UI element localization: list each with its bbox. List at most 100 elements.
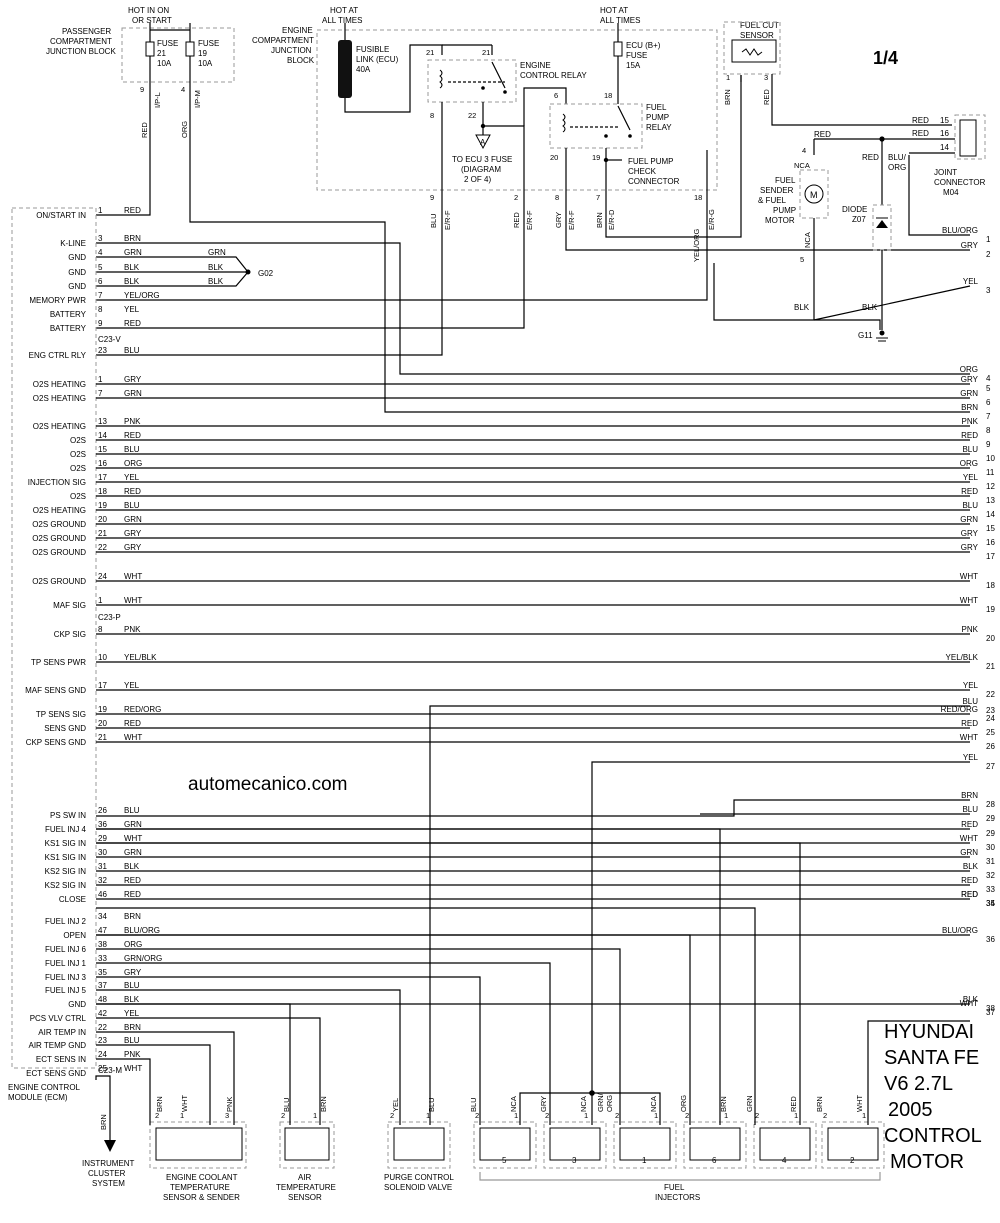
ecm-pin-number: 22 — [98, 1023, 107, 1032]
injector-wire-color: BLU — [469, 1097, 478, 1112]
injector-pin: 1 — [724, 1111, 728, 1120]
ecm-pin-number: 31 — [98, 862, 107, 871]
wire-number: 2 — [986, 250, 991, 259]
page-label: 1/4 — [873, 48, 898, 68]
ecm-pin-number: 4 — [98, 248, 103, 257]
injector-wire-color: RED — [789, 1096, 798, 1112]
wire-color-right: WHT — [960, 596, 978, 605]
ecm-pin-number: 42 — [98, 1009, 107, 1018]
ecm-pin-label: O2S — [70, 450, 86, 459]
svg-text:FUEL: FUEL — [775, 176, 796, 185]
svg-text:C23-P: C23-P — [98, 613, 121, 622]
ecm-pin-label: O2S HEATING — [33, 506, 86, 515]
ecm-wire-color: GRY — [124, 968, 142, 977]
wire-color-right: BLK — [963, 995, 979, 1004]
wire-color-right: WHT — [960, 834, 978, 843]
svg-text:JOINT: JOINT — [934, 168, 957, 177]
svg-text:1: 1 — [426, 1111, 430, 1120]
svg-text:TO ECU 3 FUSE: TO ECU 3 FUSE — [452, 155, 512, 164]
wire-color-right: BLU — [962, 501, 978, 510]
injector-pin: 2 — [545, 1111, 549, 1120]
ecm-pin-number: 3 — [98, 234, 103, 243]
ecm-wire-color: BRN — [124, 912, 141, 921]
ecm-pin-label: TP SENS PWR — [31, 658, 86, 667]
ecm-box: ENGINE CONTROL MODULE (ECM) — [8, 207, 97, 1102]
wire-number: 9 — [986, 440, 991, 449]
svg-text:1: 1 — [313, 1111, 317, 1120]
ecjb-pin-labels: 9 E/R-F BLU 2 E/R-F RED 8 E/R-F GRY 7 E/… — [429, 193, 716, 262]
svg-text:HOT IN ON: HOT IN ON — [128, 6, 169, 15]
ecm-wire-color: RED — [124, 719, 141, 728]
ecm-pin-label: O2S — [70, 436, 86, 445]
ecm-wire-color: GRN — [124, 820, 142, 829]
wire-color-right: RED — [961, 431, 978, 440]
wire-number: 35 — [986, 899, 995, 908]
svg-text:FUEL CUT: FUEL CUT — [740, 21, 779, 30]
svg-text:FUEL: FUEL — [646, 103, 667, 112]
svg-text:I/P-M: I/P-M — [193, 90, 202, 108]
svg-text:Z07: Z07 — [852, 215, 866, 224]
injector-wire-color: BRN — [719, 1096, 728, 1112]
ecm-pin-label: FUEL INJ 6 — [45, 945, 87, 954]
svg-text:RED: RED — [512, 212, 521, 228]
svg-text:9: 9 — [430, 193, 434, 202]
wire-number: 34 — [986, 899, 995, 908]
svg-text:ORG: ORG — [888, 163, 906, 172]
ecm-pin-number: 1 — [98, 375, 103, 384]
ecm-pin-number: 48 — [98, 995, 107, 1004]
svg-text:8: 8 — [555, 193, 559, 202]
ecm-pin-number: 35 — [98, 968, 107, 977]
fuel-sender-pump-motor: M FUEL SENDER & FUEL PUMP MOTOR — [758, 169, 829, 225]
svg-text:CONNECTOR: CONNECTOR — [934, 178, 986, 187]
svg-text:FUSIBLE: FUSIBLE — [356, 45, 389, 54]
ecm-wire-color: WHT — [124, 733, 142, 742]
wire-number: 10 — [986, 454, 995, 463]
svg-text:14: 14 — [940, 143, 949, 152]
title-block: HYUNDAI SANTA FE V6 2.7L 2005 CONTROL MO… — [884, 1021, 982, 1173]
ecm-pin-label: KS1 SIG IN — [45, 853, 87, 862]
injector-pin: 1 — [514, 1111, 518, 1120]
ecm-pin-label: O2S GROUND — [32, 548, 86, 557]
svg-text:4: 4 — [181, 85, 185, 94]
ecm-pin-label: MAF SIG — [53, 601, 86, 610]
svg-text:4: 4 — [802, 146, 806, 155]
injector-number: 1 — [642, 1156, 647, 1165]
svg-text:E/R-G: E/R-G — [707, 209, 716, 230]
svg-text:2005: 2005 — [888, 1099, 933, 1121]
svg-text:YEL: YEL — [391, 1098, 400, 1112]
svg-text:RED: RED — [140, 122, 149, 138]
svg-text:8: 8 — [430, 111, 434, 120]
svg-text:TEMPERATURE: TEMPERATURE — [170, 1183, 230, 1192]
wire-color-right: RED — [961, 890, 978, 899]
svg-text:PUMP: PUMP — [773, 206, 796, 215]
ecm-pin-number: 1 — [98, 206, 103, 215]
svg-text:40A: 40A — [356, 65, 371, 74]
ecm-wire-color: BLU — [124, 1036, 140, 1045]
injector-pin: 2 — [755, 1111, 759, 1120]
ecm-wire-color: GRY — [124, 375, 142, 384]
ecm-pin-label: PCS VLV CTRL — [30, 1014, 87, 1023]
wire-color-right: RED — [961, 876, 978, 885]
injector-wire-color: NCA — [649, 1096, 658, 1112]
svg-text:3: 3 — [764, 73, 768, 82]
ecm-pin-label: BATTERY — [50, 310, 87, 319]
ecm-pin-number: 18 — [98, 487, 107, 496]
ecm-pin-number: 38 — [98, 940, 107, 949]
svg-text:CLUSTER: CLUSTER — [88, 1169, 126, 1178]
ecm-pin-label: GND — [68, 268, 86, 277]
wire-number: 15 — [986, 524, 995, 533]
svg-text:COMPARTMENT: COMPARTMENT — [50, 37, 112, 46]
